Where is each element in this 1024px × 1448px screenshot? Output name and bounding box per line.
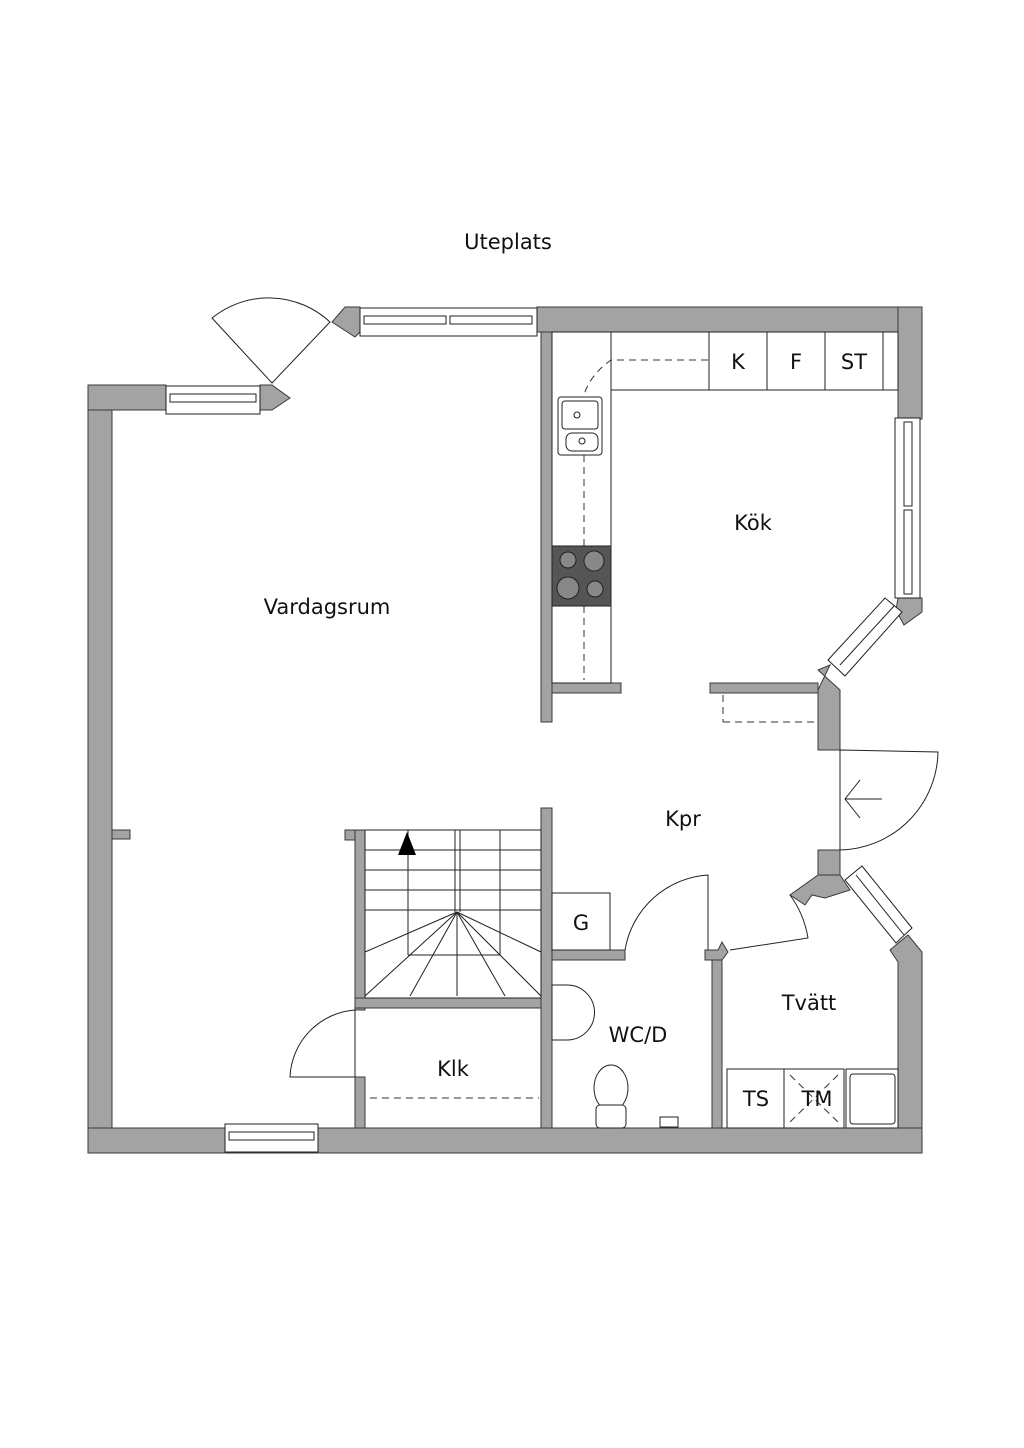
laundry-fixtures: TS TM	[726, 1068, 899, 1129]
room-label-wc: WC/D	[609, 1023, 668, 1047]
washbasin-icon	[551, 984, 595, 1041]
wardrobe: G	[551, 892, 611, 951]
wardrobe-label: G	[573, 911, 589, 935]
tall-cabinet-label: ST	[841, 350, 867, 374]
doors	[211, 297, 939, 1078]
entrance-arrow-icon	[844, 779, 882, 819]
washer-label: TM	[801, 1087, 833, 1111]
kitchen-fixtures: K F ST	[551, 331, 899, 723]
dryer-label: TS	[742, 1087, 769, 1111]
interior-walls	[344, 331, 819, 1129]
outside-label: Uteplats	[464, 230, 552, 254]
room-labels: Vardagsrum Kök Kpr Tvätt WC/D Klk	[264, 511, 837, 1081]
room-label-closet: Klk	[437, 1057, 470, 1081]
fridge-label: K	[731, 350, 746, 374]
toilet-icon	[593, 1064, 629, 1112]
windows	[165, 307, 921, 1153]
stair-up-arrow-icon	[398, 832, 416, 855]
staircase	[364, 829, 542, 999]
freezer-label: F	[790, 350, 802, 374]
sink-icon	[557, 396, 603, 456]
utility-sink-icon	[849, 1073, 896, 1125]
room-label-living: Vardagsrum	[264, 595, 391, 619]
bathroom-fixtures	[370, 984, 679, 1129]
stove-icon	[551, 545, 612, 607]
exterior-walls	[87, 306, 923, 1154]
shower-tap-icon	[659, 1116, 679, 1128]
room-label-kitchen: Kök	[734, 511, 773, 535]
room-label-hall: Kpr	[665, 807, 701, 831]
room-label-laundry: Tvätt	[781, 991, 837, 1015]
